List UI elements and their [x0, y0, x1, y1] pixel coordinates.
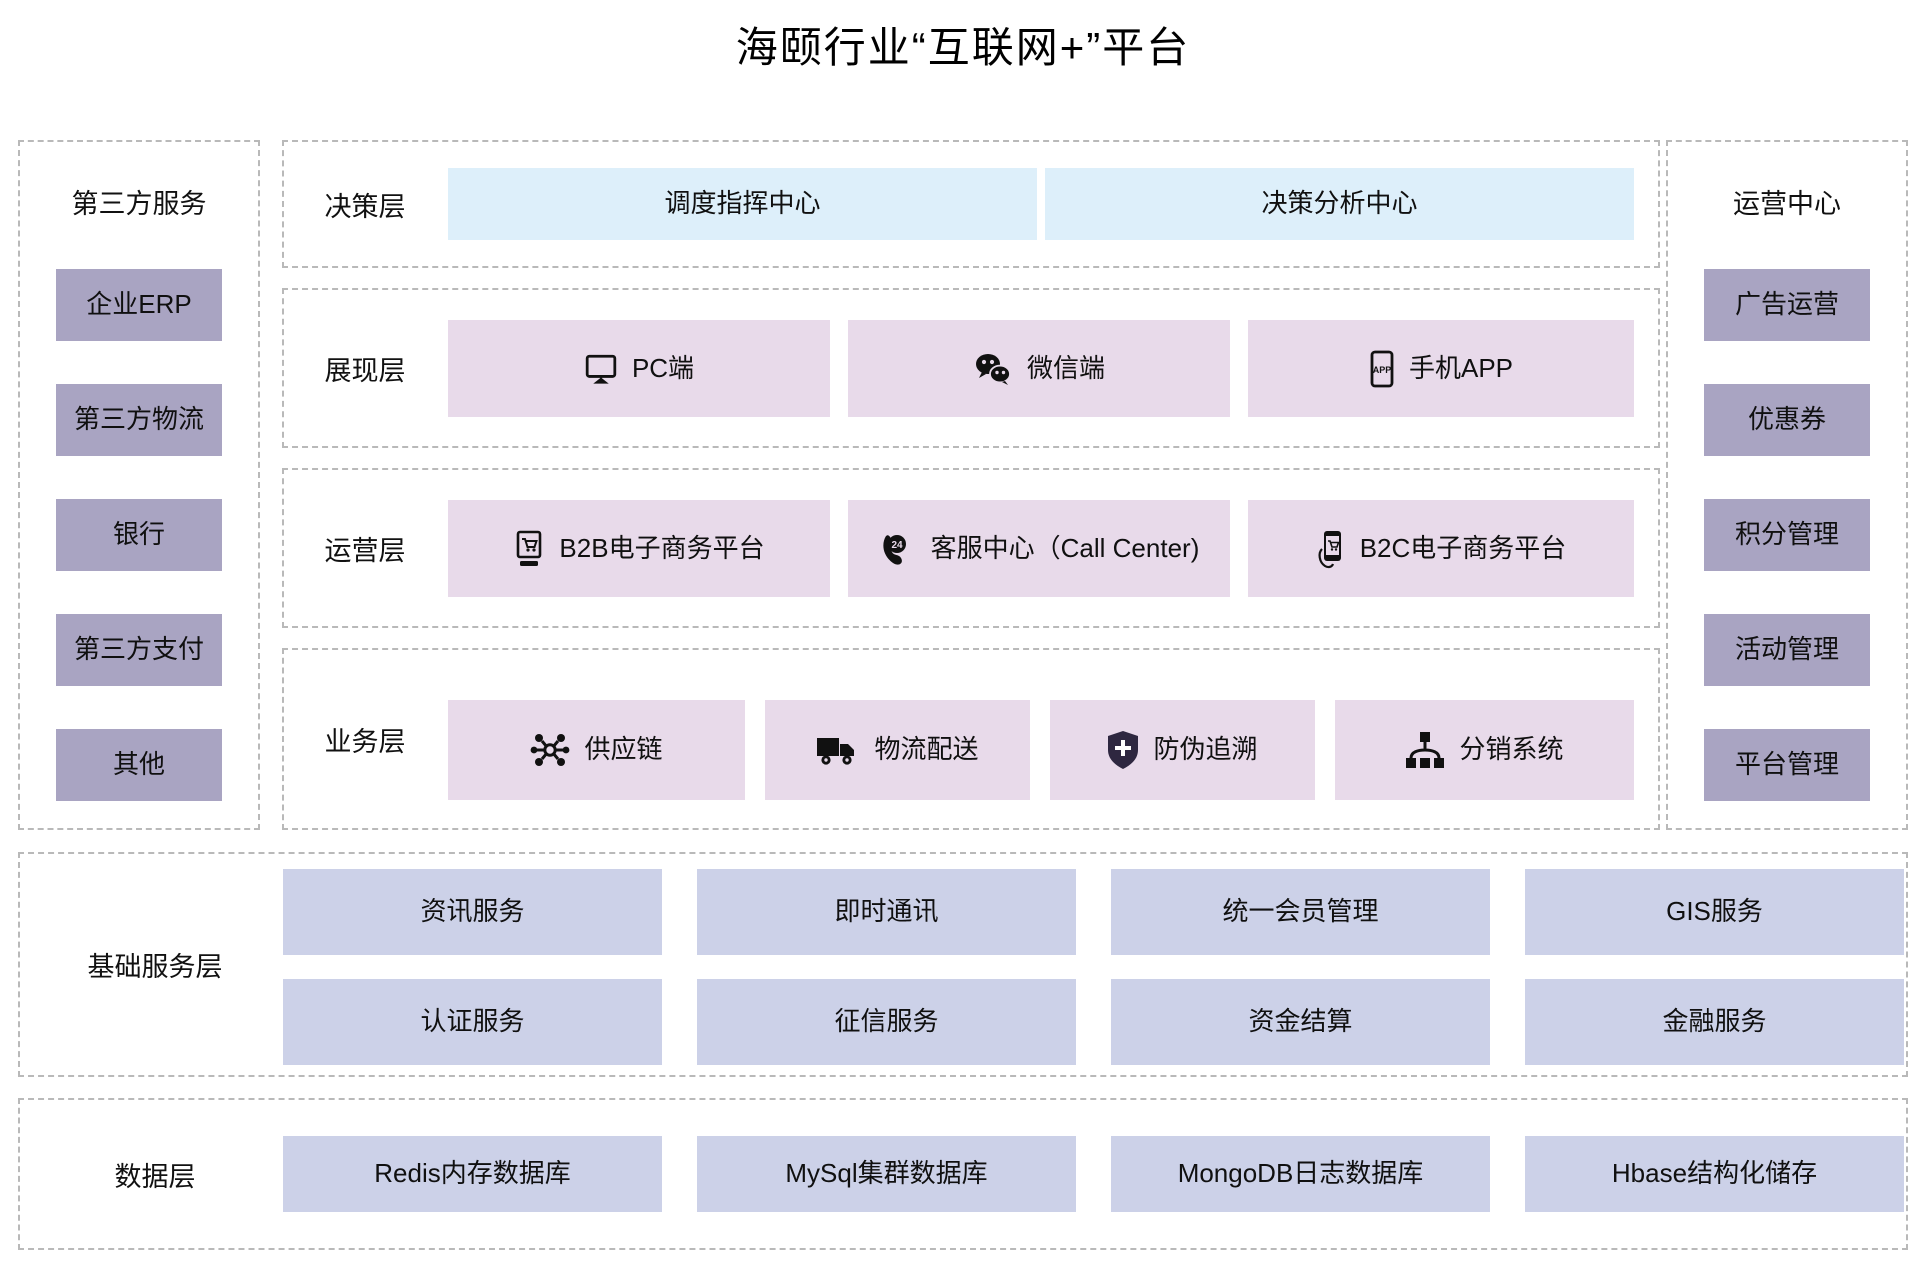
decision-layer-label: 决策层: [324, 191, 406, 222]
decision-item-analysis[interactable]: 决策分析中心: [1045, 168, 1634, 240]
page-title: 海颐行业“互联网+”平台: [735, 24, 1191, 71]
operation-item-callcenter-label: 客服中心（Call Center): [930, 532, 1200, 563]
presentation-item-wechat[interactable]: 微信端: [848, 320, 1230, 417]
data-item-mongodb[interactable]: MongoDB日志数据库: [1111, 1136, 1490, 1212]
base-service-item-finance[interactable]: 金融服务: [1525, 979, 1904, 1065]
wechat-icon: [973, 352, 1013, 386]
sidebar-item-points[interactable]: 积分管理: [1704, 499, 1870, 571]
sidebar-item-logistics[interactable]: 第三方物流: [56, 384, 222, 456]
operation-layer-label: 运营层: [324, 535, 406, 566]
business-item-anticounterfeit[interactable]: 防伪追溯: [1050, 700, 1315, 800]
operation-center-column: 运营中心 广告运营 优惠券 积分管理 活动管理 平台管理: [1666, 140, 1908, 830]
data-item-mysql[interactable]: MySql集群数据库: [697, 1136, 1076, 1212]
sidebar-item-activity[interactable]: 活动管理: [1704, 614, 1870, 686]
operation-item-b2c[interactable]: B2C电子商务平台: [1248, 500, 1634, 597]
base-service-item-member[interactable]: 统一会员管理: [1111, 869, 1490, 955]
base-service-item-gis[interactable]: GIS服务: [1525, 869, 1904, 955]
presentation-item-app[interactable]: APP 手机APP: [1248, 320, 1634, 417]
presentation-layer-label: 展现层: [324, 355, 406, 386]
third-party-service-panel: [18, 140, 260, 830]
supply-chain-icon: [530, 730, 570, 770]
sidebar-item-coupon[interactable]: 优惠券: [1704, 384, 1870, 456]
operation-item-b2b-label: B2B电子商务平台: [559, 532, 765, 563]
business-item-supply-chain-label: 供应链: [584, 734, 663, 765]
shield-icon: [1107, 730, 1139, 770]
sidebar-item-ad-operation[interactable]: 广告运营: [1704, 269, 1870, 341]
truck-icon: [816, 733, 860, 767]
svg-text:APP: APP: [1373, 365, 1392, 375]
operation-center-panel: [1666, 140, 1908, 830]
operation-item-b2c-label: B2C电子商务平台: [1359, 532, 1567, 563]
desktop-cart-icon: [513, 530, 545, 568]
phone-24-icon: 24: [879, 530, 917, 568]
monitor-icon: [584, 352, 618, 386]
base-service-layer-label: 基础服务层: [87, 952, 223, 982]
third-party-service-column: 第三方服务 企业ERP 第三方物流 银行 第三方支付 其他: [18, 140, 260, 830]
base-service-item-auth[interactable]: 认证服务: [283, 979, 662, 1065]
operation-center-header: 运营中心: [1733, 189, 1841, 219]
presentation-item-wechat-label: 微信端: [1026, 352, 1105, 383]
business-item-supply-chain[interactable]: 供应链: [448, 700, 745, 800]
decision-item-dispatch[interactable]: 调度指挥中心: [448, 168, 1037, 240]
sidebar-item-platform[interactable]: 平台管理: [1704, 729, 1870, 801]
operation-item-callcenter[interactable]: 24 客服中心（Call Center): [848, 500, 1230, 597]
data-item-hbase[interactable]: Hbase结构化储存: [1525, 1136, 1904, 1212]
base-service-item-credit[interactable]: 征信服务: [697, 979, 1076, 1065]
data-layer-label: 数据层: [114, 1161, 196, 1192]
business-item-delivery[interactable]: 物流配送: [765, 700, 1030, 800]
business-item-distribution[interactable]: 分销系统: [1335, 700, 1634, 800]
presentation-item-pc-label: PC端: [631, 352, 695, 383]
data-item-redis[interactable]: Redis内存数据库: [283, 1136, 662, 1212]
business-item-distribution-label: 分销系统: [1459, 734, 1564, 765]
operation-item-b2b[interactable]: B2B电子商务平台: [448, 500, 830, 597]
business-item-delivery-label: 物流配送: [874, 734, 979, 765]
sidebar-item-other[interactable]: 其他: [56, 729, 222, 801]
sidebar-item-payment[interactable]: 第三方支付: [56, 614, 222, 686]
base-service-item-settlement[interactable]: 资金结算: [1111, 979, 1490, 1065]
presentation-item-pc[interactable]: PC端: [448, 320, 830, 417]
base-service-item-im[interactable]: 即时通讯: [697, 869, 1076, 955]
presentation-item-app-label: 手机APP: [1408, 352, 1514, 383]
mobile-app-icon: APP: [1369, 350, 1395, 388]
third-party-service-header: 第三方服务: [71, 189, 207, 219]
business-item-anticounterfeit-label: 防伪追溯: [1153, 734, 1258, 765]
business-layer-label: 业务层: [324, 726, 406, 757]
sidebar-item-erp[interactable]: 企业ERP: [56, 269, 222, 341]
sidebar-item-bank[interactable]: 银行: [56, 499, 222, 571]
mobile-cart-icon: [1316, 529, 1346, 569]
svg-text:24: 24: [891, 540, 903, 551]
base-service-item-news[interactable]: 资讯服务: [283, 869, 662, 955]
distribution-icon: [1405, 731, 1445, 769]
